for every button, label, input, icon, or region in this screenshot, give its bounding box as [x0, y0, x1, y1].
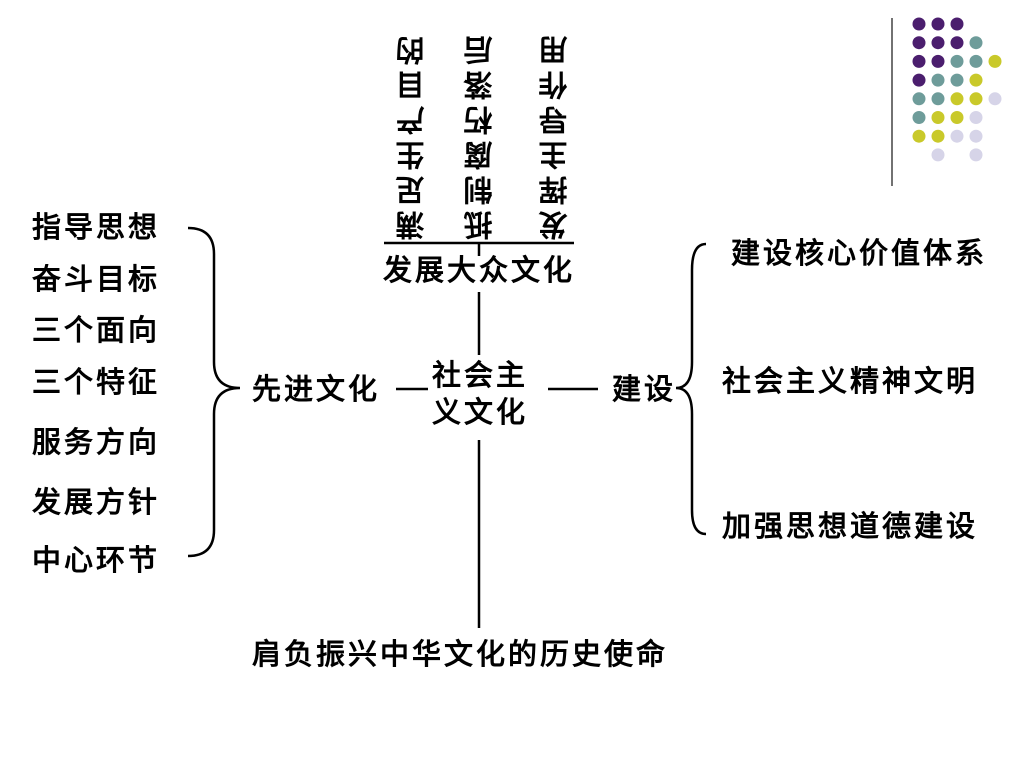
right-item-3: 加强思想道德建设 — [722, 509, 979, 543]
left-item-6: 发展方针 — [32, 485, 161, 519]
decorative-dot — [912, 111, 926, 124]
decorative-dot — [950, 17, 964, 31]
right-item-2: 社会主义精神文明 — [722, 364, 979, 398]
decorative-dot — [969, 129, 983, 143]
top-item-2: 抵制腐朽落后 — [463, 30, 497, 240]
decorative-dot — [931, 111, 945, 124]
center-title-line1: 社会主 — [432, 358, 529, 392]
decorative-dot — [931, 92, 945, 106]
decorative-dot — [969, 148, 983, 162]
right-heading: 建设 — [612, 372, 677, 406]
decorative-dot — [931, 36, 945, 50]
right-brace — [675, 242, 707, 536]
decorative-dot — [950, 129, 964, 143]
left-item-2: 奋斗目标 — [32, 262, 161, 296]
left-brace — [187, 226, 241, 558]
decorative-dot — [988, 92, 1002, 106]
decorative-dot — [912, 54, 926, 68]
left-item-3: 三个面向 — [32, 313, 161, 347]
decorative-dot — [931, 73, 945, 87]
center-title-line2: 义文化 — [432, 395, 529, 429]
decorative-dot — [950, 111, 964, 124]
decorative-dot — [969, 54, 983, 68]
decorative-dot — [969, 36, 983, 50]
bottom-text: 肩负振兴中华文化的历史使命 — [252, 637, 669, 671]
decorative-dot — [950, 73, 964, 87]
decorative-dot — [988, 54, 1002, 68]
decorative-dot — [950, 36, 964, 50]
decorative-dot — [912, 92, 926, 106]
left-heading: 先进文化 — [252, 372, 381, 406]
decorative-dot — [912, 36, 926, 50]
decorative-dot — [912, 129, 926, 143]
decorative-dot — [931, 54, 945, 68]
decorative-dot — [969, 92, 983, 106]
top-item-1: 发挥主导作用 — [538, 30, 572, 240]
decorative-dot — [931, 17, 945, 31]
left-item-7: 中心环节 — [32, 543, 161, 577]
decorative-dot — [912, 17, 926, 31]
left-item-1: 指导思想 — [32, 210, 161, 244]
left-item-5: 服务方向 — [32, 425, 161, 459]
decorative-dot — [931, 129, 945, 143]
top-item-3: 满足生产目的 — [395, 30, 429, 240]
top-heading: 发展大众文化 — [383, 253, 576, 287]
decorative-dot — [969, 111, 983, 124]
right-item-1: 建设核心价值体系 — [731, 236, 988, 270]
left-item-4: 三个特征 — [32, 365, 161, 399]
decorative-dot — [950, 54, 964, 68]
decorative-dot — [969, 73, 983, 87]
decorative-dot — [931, 148, 945, 162]
decorative-dot — [950, 92, 964, 106]
decorative-dot — [912, 73, 926, 87]
